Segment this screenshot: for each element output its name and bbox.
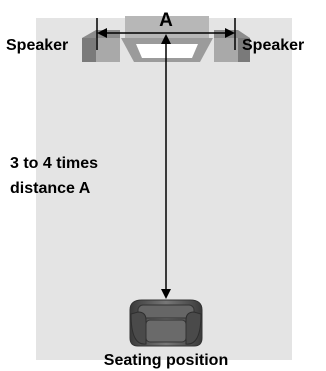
distance-rule-label-line2: distance A	[10, 180, 91, 197]
seating-position-label: Seating position	[104, 352, 228, 369]
distance-a-label: A	[159, 10, 173, 31]
left-speaker	[82, 30, 120, 62]
right-speaker-label: Speaker	[242, 37, 304, 54]
armchair-icon	[129, 299, 203, 347]
distance-rule-label-line1: 3 to 4 times	[10, 155, 98, 172]
left-speaker-label: Speaker	[6, 37, 68, 54]
distance-a-dimension	[96, 18, 236, 50]
